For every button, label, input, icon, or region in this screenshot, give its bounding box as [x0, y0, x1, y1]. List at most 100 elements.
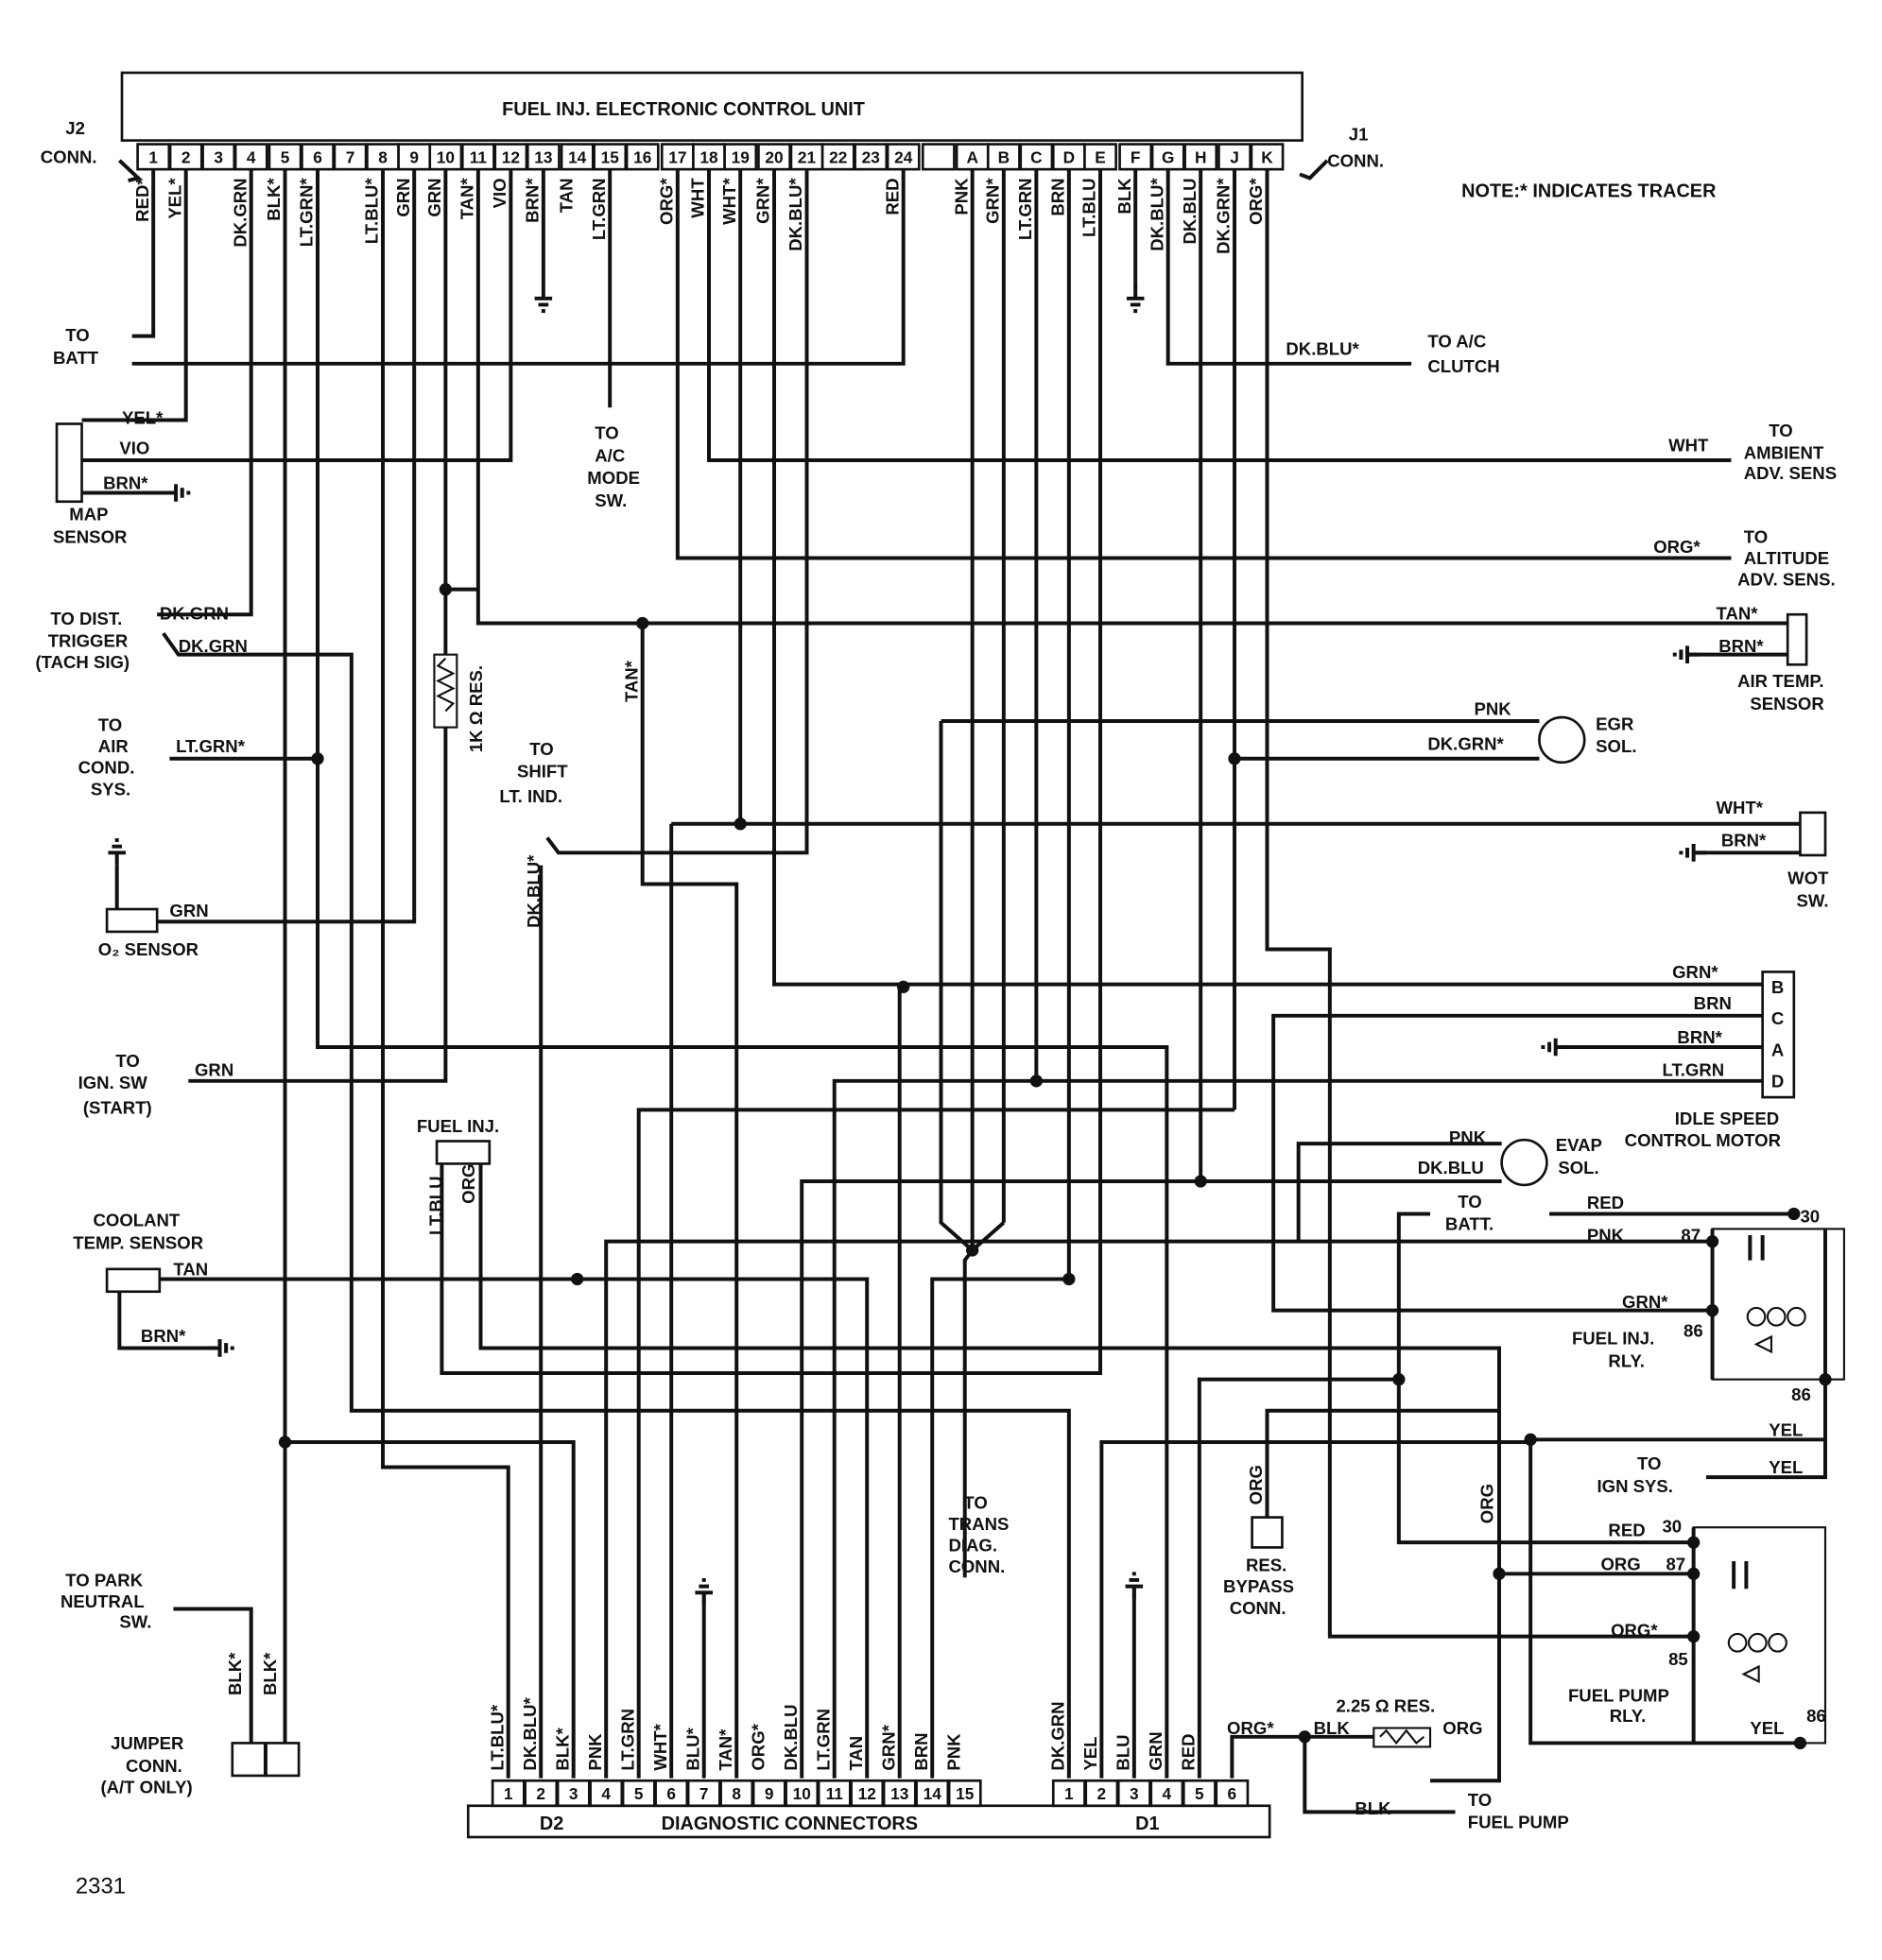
- d2-pin-label: 9: [765, 1784, 774, 1803]
- relay-contact-icon: [1732, 1235, 1772, 1684]
- j1-conn: CONN.: [1327, 150, 1384, 170]
- jumper-connector: [231, 1742, 267, 1778]
- j2-pin: [201, 143, 236, 171]
- label-org_vert_1: ORG: [1476, 1484, 1496, 1523]
- wire: [1099, 1439, 1531, 1779]
- fuel-pump-relay: [1692, 1526, 1827, 1745]
- j2-conn: CONN.: [41, 147, 97, 167]
- label-coolant_tan: TAN: [173, 1259, 208, 1279]
- label-park_blk_2: BLK*: [260, 1652, 280, 1695]
- label-wot_brn: BRN*: [1721, 831, 1767, 851]
- ground-icon: [207, 1339, 234, 1357]
- wire: [316, 169, 1169, 1779]
- wire: [1265, 1408, 1499, 1518]
- wire: [188, 727, 448, 1083]
- wire: [675, 169, 1732, 560]
- label-evap_dk_blu: DK.BLU: [1418, 1158, 1484, 1178]
- air-temp-sensor: [1786, 612, 1808, 666]
- label-res_225: 2.25 Ω RES.: [1336, 1695, 1435, 1715]
- label-to_batt_right-1: BATT.: [1445, 1214, 1494, 1234]
- d2-pin-label: 6: [666, 1784, 676, 1803]
- diagnostic-connector-box: [466, 1804, 1271, 1839]
- label-to_ign_sys-1: IGN SYS.: [1597, 1476, 1672, 1496]
- d2-pin: [491, 1779, 526, 1808]
- j1-pin: [1083, 143, 1117, 171]
- label-isc_wires-1: BRN: [1694, 993, 1732, 1013]
- label-egr_dk_grn: DK.GRN*: [1427, 734, 1504, 754]
- wire: [173, 1607, 253, 1744]
- junction-dot: [1787, 1207, 1801, 1221]
- label-to_trans-3: CONN.: [948, 1556, 1005, 1576]
- j1-wire-label: BRN: [1048, 178, 1068, 215]
- res-bypass-connector: [1251, 1516, 1284, 1549]
- label-to_ambient-0: TO: [1769, 421, 1792, 440]
- d2-wire-label: LT.GRN: [813, 1709, 833, 1771]
- idle-speed-motor: [1761, 971, 1796, 1099]
- d2-pin-label: 7: [699, 1784, 709, 1803]
- label-fuel_inj_org: ORG: [458, 1164, 478, 1204]
- label-park_blk_1: BLK*: [225, 1652, 245, 1695]
- label-inj_rly_86b: 86: [1791, 1384, 1811, 1404]
- coolant-temp-sensor: [105, 1267, 162, 1294]
- label-wot_wht: WHT*: [1717, 798, 1764, 817]
- d2-wire-label: DK.BLU*: [520, 1697, 540, 1771]
- j2-pin-label: 19: [732, 148, 750, 167]
- j2-pin-label: 18: [699, 148, 718, 167]
- junctions: [278, 583, 1832, 1750]
- j2-pin-label: 11: [470, 148, 488, 167]
- j2-pin-label: 21: [798, 148, 817, 167]
- label-to_altitude-1: ALTITUDE: [1744, 548, 1829, 568]
- label-dk_grn_2: DK.GRN: [179, 636, 248, 656]
- label-ac_clutch_wire: DK.BLU*: [1286, 339, 1359, 359]
- label-to_ign_sys-0: TO: [1637, 1453, 1661, 1473]
- label-to_ign_sw-2: (START): [83, 1097, 152, 1117]
- label-res_org_star: ORG*: [1227, 1718, 1274, 1738]
- j2-wire-label: ORG*: [657, 178, 677, 225]
- label-evap-0: EVAP: [1556, 1135, 1602, 1155]
- label-to_trans-1: TRANS: [948, 1514, 1009, 1534]
- label-res_blk: BLK: [1314, 1718, 1351, 1738]
- j1-wire-label: LT.GRN: [1015, 178, 1035, 240]
- j2-label: J2: [65, 118, 85, 138]
- label-evap-1: SOL.: [1558, 1158, 1598, 1178]
- wire: [478, 1163, 1501, 1783]
- d2-wire-label: BRN: [911, 1732, 931, 1770]
- j2-pin-label: 24: [894, 148, 913, 167]
- wire: [1199, 169, 1502, 1183]
- label-to_batt_right-0: TO: [1458, 1192, 1481, 1212]
- j1-wire-label: DK.BLU: [1180, 178, 1200, 244]
- diagnostic-title: DIAGNOSTIC CONNECTORS: [662, 1814, 919, 1834]
- j2-wire-label: VIO: [490, 178, 509, 208]
- label-to_park-1: NEUTRAL: [60, 1591, 145, 1611]
- label-coolant-0: COOLANT: [93, 1211, 180, 1230]
- wire: [159, 1277, 870, 1779]
- jumper-connector-2: [265, 1742, 301, 1778]
- j2-pin: [428, 143, 463, 171]
- d2-pin: [621, 1779, 656, 1808]
- d2-wire-label: DK.BLU: [781, 1705, 801, 1771]
- wire: [1230, 1734, 1374, 1779]
- j2-pin: [560, 143, 595, 171]
- junction-dot: [897, 980, 910, 993]
- wire: [1271, 1013, 1763, 1313]
- label-to_dist-1: TRIGGER: [48, 631, 129, 651]
- j1-pin-label: J: [1230, 148, 1239, 167]
- j2-wire-label: BRN*: [523, 178, 543, 223]
- label-wot-1: SW.: [1796, 890, 1828, 910]
- wire: [117, 1291, 220, 1350]
- label-ign_sw_wire: GRN: [195, 1060, 233, 1080]
- label-inj_rly_pnk: PNK: [1587, 1226, 1625, 1246]
- label-air_temp_tan: TAN*: [1717, 604, 1759, 624]
- wire: [1197, 1377, 1399, 1779]
- j2-pin: [233, 143, 268, 171]
- j1-pin-label: K: [1261, 148, 1273, 167]
- ecu-title: FUEL INJ. ELECTRONIC CONTROL UNIT: [502, 99, 865, 120]
- j2-pin-label: 16: [633, 148, 651, 167]
- label-air_temp-0: AIR TEMP.: [1737, 671, 1823, 691]
- wire: [545, 169, 809, 855]
- label-o2_sensor: O₂ SENSOR: [98, 939, 199, 959]
- label-to_ac_mode-3: SW.: [595, 490, 627, 510]
- ground-icon: [1126, 285, 1145, 314]
